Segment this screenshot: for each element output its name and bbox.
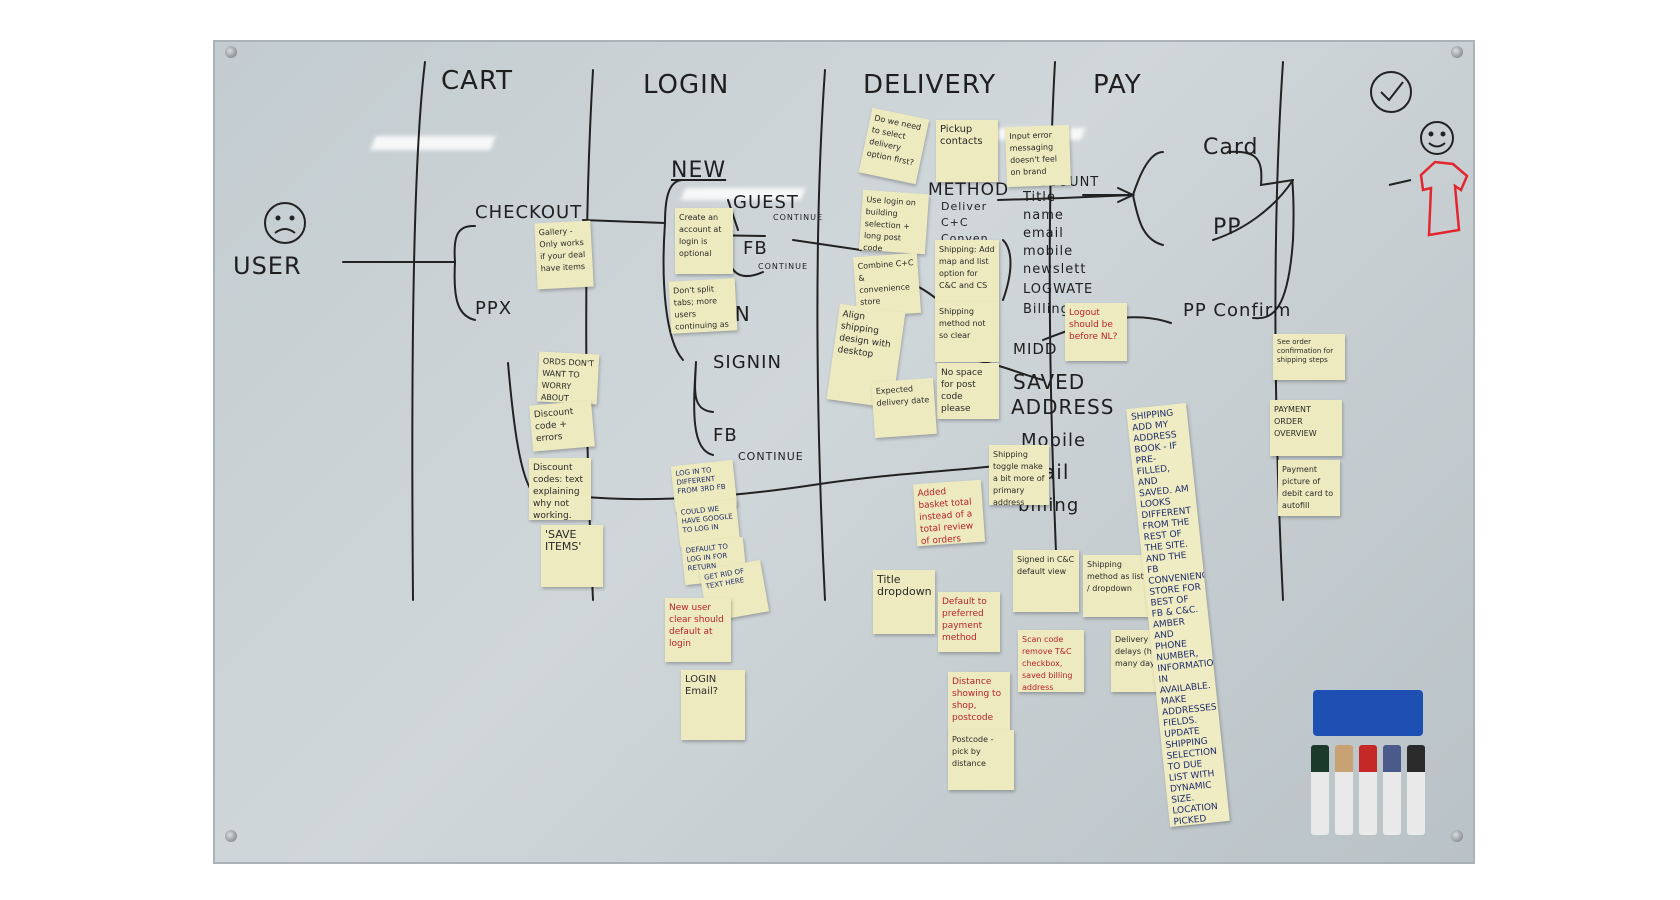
account-field: mobile bbox=[1023, 244, 1074, 259]
sticky-note-login-2: Don't split tabs; more users continuing … bbox=[668, 278, 738, 334]
flow-line bbox=[792, 239, 862, 251]
flow-line bbox=[1252, 179, 1295, 320]
flow-line bbox=[342, 224, 476, 321]
shirt-icon bbox=[1419, 160, 1469, 237]
flow-address: ADDRESS bbox=[1011, 395, 1115, 419]
flow-continue: CONTINUE bbox=[773, 213, 824, 222]
flow-line bbox=[693, 361, 714, 456]
flow-line bbox=[1132, 151, 1164, 246]
sticky-note-cart-3: Discount code + errors bbox=[529, 400, 595, 452]
flow-method: METHOD bbox=[928, 180, 1010, 200]
arrow bbox=[1082, 187, 1136, 203]
flow-line bbox=[1227, 150, 1294, 187]
sticky-note-delivery-16: Shipping method as list / dropdown bbox=[1083, 555, 1149, 617]
flow-new: NEW bbox=[671, 158, 727, 183]
sticky-note-delivery-10: Expected delivery date bbox=[871, 377, 937, 439]
column-divider bbox=[585, 69, 594, 601]
marker-orange bbox=[1335, 745, 1353, 835]
sticky-note-cart-5: 'SAVE ITEMS' bbox=[541, 525, 603, 587]
board-screw bbox=[1451, 46, 1463, 58]
sticky-note-login-1: Create an account at login is optional bbox=[675, 208, 733, 274]
account-field: newslett bbox=[1023, 262, 1087, 277]
flow-user: USER bbox=[233, 252, 302, 280]
sticky-note-cart-2: ORDS DON'T WANT TO WORRY ABOUT DELIVERY … bbox=[536, 351, 600, 405]
sticky-note-login-8: LOGIN Email? bbox=[681, 670, 745, 740]
sticky-note-delivery-20: Postcode - pick by distance bbox=[948, 730, 1014, 790]
board-screw bbox=[1451, 830, 1463, 842]
sticky-note-delivery-11: Shipping toggle make a bit more of prima… bbox=[989, 445, 1049, 505]
flow-line bbox=[1002, 239, 1012, 301]
whiteboard-eraser bbox=[1313, 690, 1423, 736]
sticky-note-delivery-21: Logout should be before NL? bbox=[1065, 303, 1127, 361]
marker-red bbox=[1359, 745, 1377, 835]
flow-saved: SAVED bbox=[1013, 370, 1086, 394]
account-field: Title bbox=[1023, 190, 1056, 205]
sticky-note-login-7: New user clear should default at login bbox=[665, 598, 731, 662]
flow-card: Card bbox=[1203, 135, 1259, 160]
flow-checkout: CHECKOUT bbox=[475, 202, 583, 223]
account-field: LOGWATE bbox=[1023, 282, 1094, 297]
sticky-note-pay-1: See order confirmation for shipping step… bbox=[1273, 334, 1345, 380]
flow-ppconfirm: PP Confirm bbox=[1183, 300, 1292, 321]
sticky-note-delivery-12: Added basket total instead of a total re… bbox=[912, 479, 986, 547]
flow-line bbox=[1388, 179, 1412, 186]
sticky-note-delivery-7: Shipping method not so clear bbox=[935, 302, 999, 362]
flow-middle: MIDD bbox=[1013, 340, 1058, 358]
flow-line bbox=[582, 179, 684, 361]
sticky-note-delivery-14: Default to preferred payment method bbox=[938, 592, 1000, 652]
sticky-note-delivery-8: No space for post code please bbox=[937, 363, 999, 419]
column-header-pay: PAY bbox=[1093, 70, 1142, 100]
sticky-note-pay-2: PAYMENT ORDER OVERVIEW bbox=[1270, 400, 1342, 456]
flow-line bbox=[1212, 179, 1294, 241]
column-header-delivery: DELIVERY bbox=[863, 70, 997, 100]
sticky-note-delivery-15: Signed in C&C default view bbox=[1013, 550, 1079, 612]
column-divider bbox=[411, 61, 426, 601]
sticky-note-pay-3: Payment picture of debit card to autofil… bbox=[1278, 460, 1340, 516]
account-field: Billing bbox=[1023, 302, 1070, 317]
sticky-note-delivery-3: Input error messaging doesn't feel on br… bbox=[1004, 124, 1072, 188]
whiteboard: CART LOGIN DELIVERY PAY USER CHECKOUT PP… bbox=[213, 40, 1475, 864]
flow-fb-return: FB bbox=[713, 425, 738, 446]
sticky-note-delivery-4: Use login on building selection + long p… bbox=[858, 189, 930, 255]
sticky-note-cart-1: Gallery - Only works if your deal have i… bbox=[534, 220, 594, 290]
sticky-note-delivery-6: Shipping: Add map and list option for C&… bbox=[935, 240, 999, 302]
happy-face-icon bbox=[1420, 121, 1454, 155]
marker-green bbox=[1311, 745, 1329, 835]
flow-continue: CONTINUE bbox=[758, 262, 809, 271]
sticky-note-delivery-2: Pickup contacts bbox=[936, 120, 998, 182]
method-item: C+C bbox=[941, 216, 969, 229]
column-header-login: LOGIN bbox=[643, 70, 730, 100]
flow-ppx: PPX bbox=[475, 298, 513, 319]
flow-guest: GUEST bbox=[733, 192, 799, 213]
sad-face-icon bbox=[264, 202, 306, 244]
marker-black bbox=[1407, 745, 1425, 835]
board-screw bbox=[225, 830, 237, 842]
sticky-note-delivery-17: Scan code remove T&C checkbox, saved bil… bbox=[1018, 630, 1084, 692]
sticky-note-delivery-13: Title dropdown bbox=[873, 570, 935, 634]
account-field: name bbox=[1023, 208, 1064, 223]
account-field: email bbox=[1023, 226, 1064, 241]
marker-blue bbox=[1383, 745, 1401, 835]
flow-pp: PP bbox=[1213, 215, 1242, 240]
method-item: Deliver bbox=[941, 200, 988, 213]
sticky-note-cart-4: Discount codes: text explaining why not … bbox=[529, 458, 591, 520]
flow-signin: SIGNIN bbox=[713, 352, 782, 373]
column-header-cart: CART bbox=[441, 66, 513, 96]
sticky-note-delivery-19: Distance showing to shop, postcode bbox=[948, 672, 1010, 734]
board-screw bbox=[225, 46, 237, 58]
column-divider bbox=[816, 69, 826, 601]
column-divider bbox=[1274, 61, 1284, 601]
flow-continue: CONTINUE bbox=[738, 450, 804, 463]
flow-fb-new: FB bbox=[743, 238, 768, 259]
checkmark-circle-icon bbox=[1370, 71, 1412, 113]
